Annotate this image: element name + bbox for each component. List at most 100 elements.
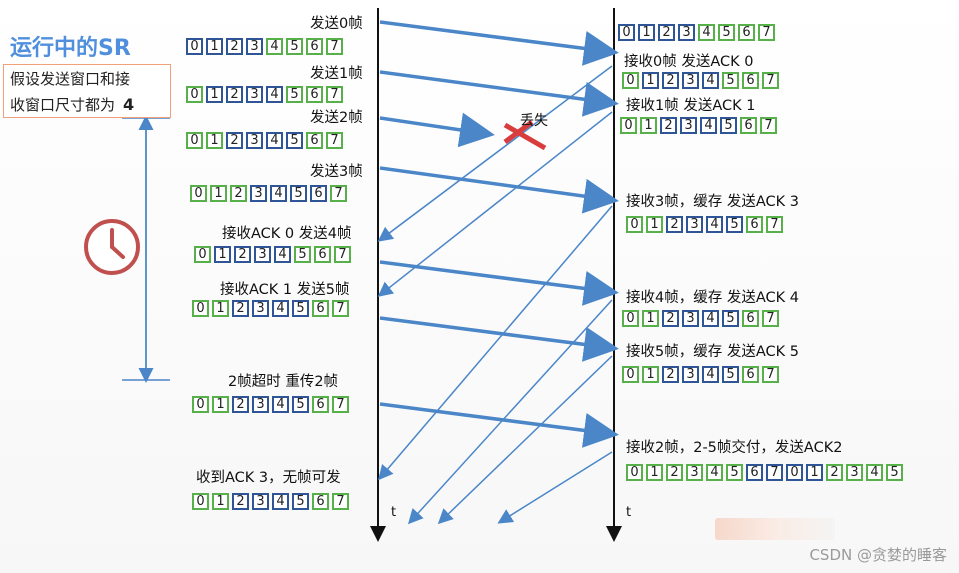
frame-cell: 6 <box>306 86 323 103</box>
frame-cell: 7 <box>762 310 779 327</box>
frame-cell: 6 <box>746 464 763 481</box>
frame-cell: 5 <box>294 246 311 263</box>
ack-arrow <box>377 65 613 242</box>
frame-cell: 2 <box>226 86 243 103</box>
frame-cell: 5 <box>726 216 743 233</box>
receiver-event-label: 接收2帧，2-5帧交付，发送ACK2 <box>626 440 843 456</box>
frame-cell: 7 <box>766 464 783 481</box>
frame-cell: 4 <box>266 38 283 55</box>
sender-event-label: 接收ACK 1 发送5帧 <box>220 282 350 298</box>
frame-cell: 2 <box>660 117 677 134</box>
frame-cell: 5 <box>292 493 309 510</box>
frame-arrow <box>379 402 619 448</box>
frame-cell: 3 <box>246 86 263 103</box>
blurred-region <box>715 518 835 540</box>
sender-event-label: 2帧超时 重传2帧 <box>228 374 339 390</box>
frame-cell: 1 <box>212 300 229 317</box>
note-line-1: 假设发送窗口和接 <box>10 70 131 88</box>
frame-cell: 3 <box>678 24 695 41</box>
frame-cell: 5 <box>718 24 735 41</box>
frame-cell: 5 <box>286 86 303 103</box>
loss-x-stroke <box>503 122 547 151</box>
frame-cell: 7 <box>762 72 779 89</box>
frame-cell: 7 <box>326 38 343 55</box>
frame-cell: 0 <box>622 72 639 89</box>
frame-cell: 1 <box>212 396 229 413</box>
ack-arrow <box>497 451 613 524</box>
frame-cell: 6 <box>742 72 759 89</box>
frame-cell: 3 <box>250 185 267 202</box>
frame-arrow <box>379 70 619 117</box>
frame-cell: 2 <box>662 72 679 89</box>
frame-cell: 7 <box>330 185 347 202</box>
frame-cell: 2 <box>826 464 843 481</box>
frame-cell: 4 <box>274 246 291 263</box>
frame-cell: 7 <box>332 396 349 413</box>
sender-event-label: 发送0帧 <box>310 16 363 32</box>
ack-arrow <box>378 205 613 481</box>
frame-cell: 6 <box>312 396 329 413</box>
frame-cell: 1 <box>206 132 223 149</box>
frame-cell: 7 <box>758 24 775 41</box>
frame-arrow <box>379 20 619 66</box>
frame-cell: 5 <box>886 464 903 481</box>
frame-cell: 6 <box>742 366 759 383</box>
receiver-event-label: 接收5帧，缓存 发送ACK 5 <box>626 344 799 360</box>
frame-arrow <box>379 316 619 362</box>
frame-cell: 4 <box>866 464 883 481</box>
frame-cell: 1 <box>206 86 223 103</box>
clock-icon <box>84 219 140 275</box>
frame-cell: 2 <box>658 24 675 41</box>
frame-cell: 0 <box>622 366 639 383</box>
sender-event-label: 收到ACK 3，无帧可发 <box>196 470 341 486</box>
frame-cell: 0 <box>186 132 203 149</box>
frame-arrow <box>379 112 495 148</box>
frame-arrow <box>379 166 619 214</box>
receiver-event-label: 接收1帧 发送ACK 1 <box>626 98 756 114</box>
frame-cell: 3 <box>246 38 263 55</box>
frame-cell: 0 <box>620 117 637 134</box>
frame-cell: 6 <box>310 185 327 202</box>
ack-arrow <box>407 299 613 525</box>
ack-arrow <box>377 111 613 297</box>
frame-cell: 1 <box>646 464 663 481</box>
sender-event-label: 接收ACK 0 发送4帧 <box>222 226 352 242</box>
frame-cell: 5 <box>286 38 303 55</box>
frame-cell: 6 <box>306 38 323 55</box>
frame-cell: 0 <box>618 24 635 41</box>
frame-cell: 4 <box>706 216 723 233</box>
page-title: 运行中的SR <box>10 36 131 61</box>
frame-cell: 1 <box>214 246 231 263</box>
watermark: CSDN @贪婪的睡客 <box>809 546 947 564</box>
receiver-event-label: 接收3帧，缓存 发送ACK 3 <box>626 194 799 210</box>
frame-cell: 4 <box>706 464 723 481</box>
frame-cell: 3 <box>246 132 263 149</box>
frame-cell: 1 <box>206 38 223 55</box>
frame-cell: 3 <box>682 310 699 327</box>
frame-cell: 0 <box>626 464 643 481</box>
frame-cell: 0 <box>786 464 803 481</box>
frame-cell: 5 <box>286 132 303 149</box>
frame-cell: 5 <box>292 300 309 317</box>
frame-cell: 4 <box>272 300 289 317</box>
frame-cell: 2 <box>226 38 243 55</box>
frame-cell: 4 <box>272 396 289 413</box>
sender-event-label: 发送2帧 <box>310 110 363 126</box>
frame-cell: 2 <box>230 185 247 202</box>
frame-cell: 0 <box>186 38 203 55</box>
frame-cell: 3 <box>846 464 863 481</box>
frame-cell: 3 <box>680 117 697 134</box>
window-size-value: 4 <box>123 95 135 114</box>
frame-cell: 5 <box>726 464 743 481</box>
frame-cell: 1 <box>642 72 659 89</box>
